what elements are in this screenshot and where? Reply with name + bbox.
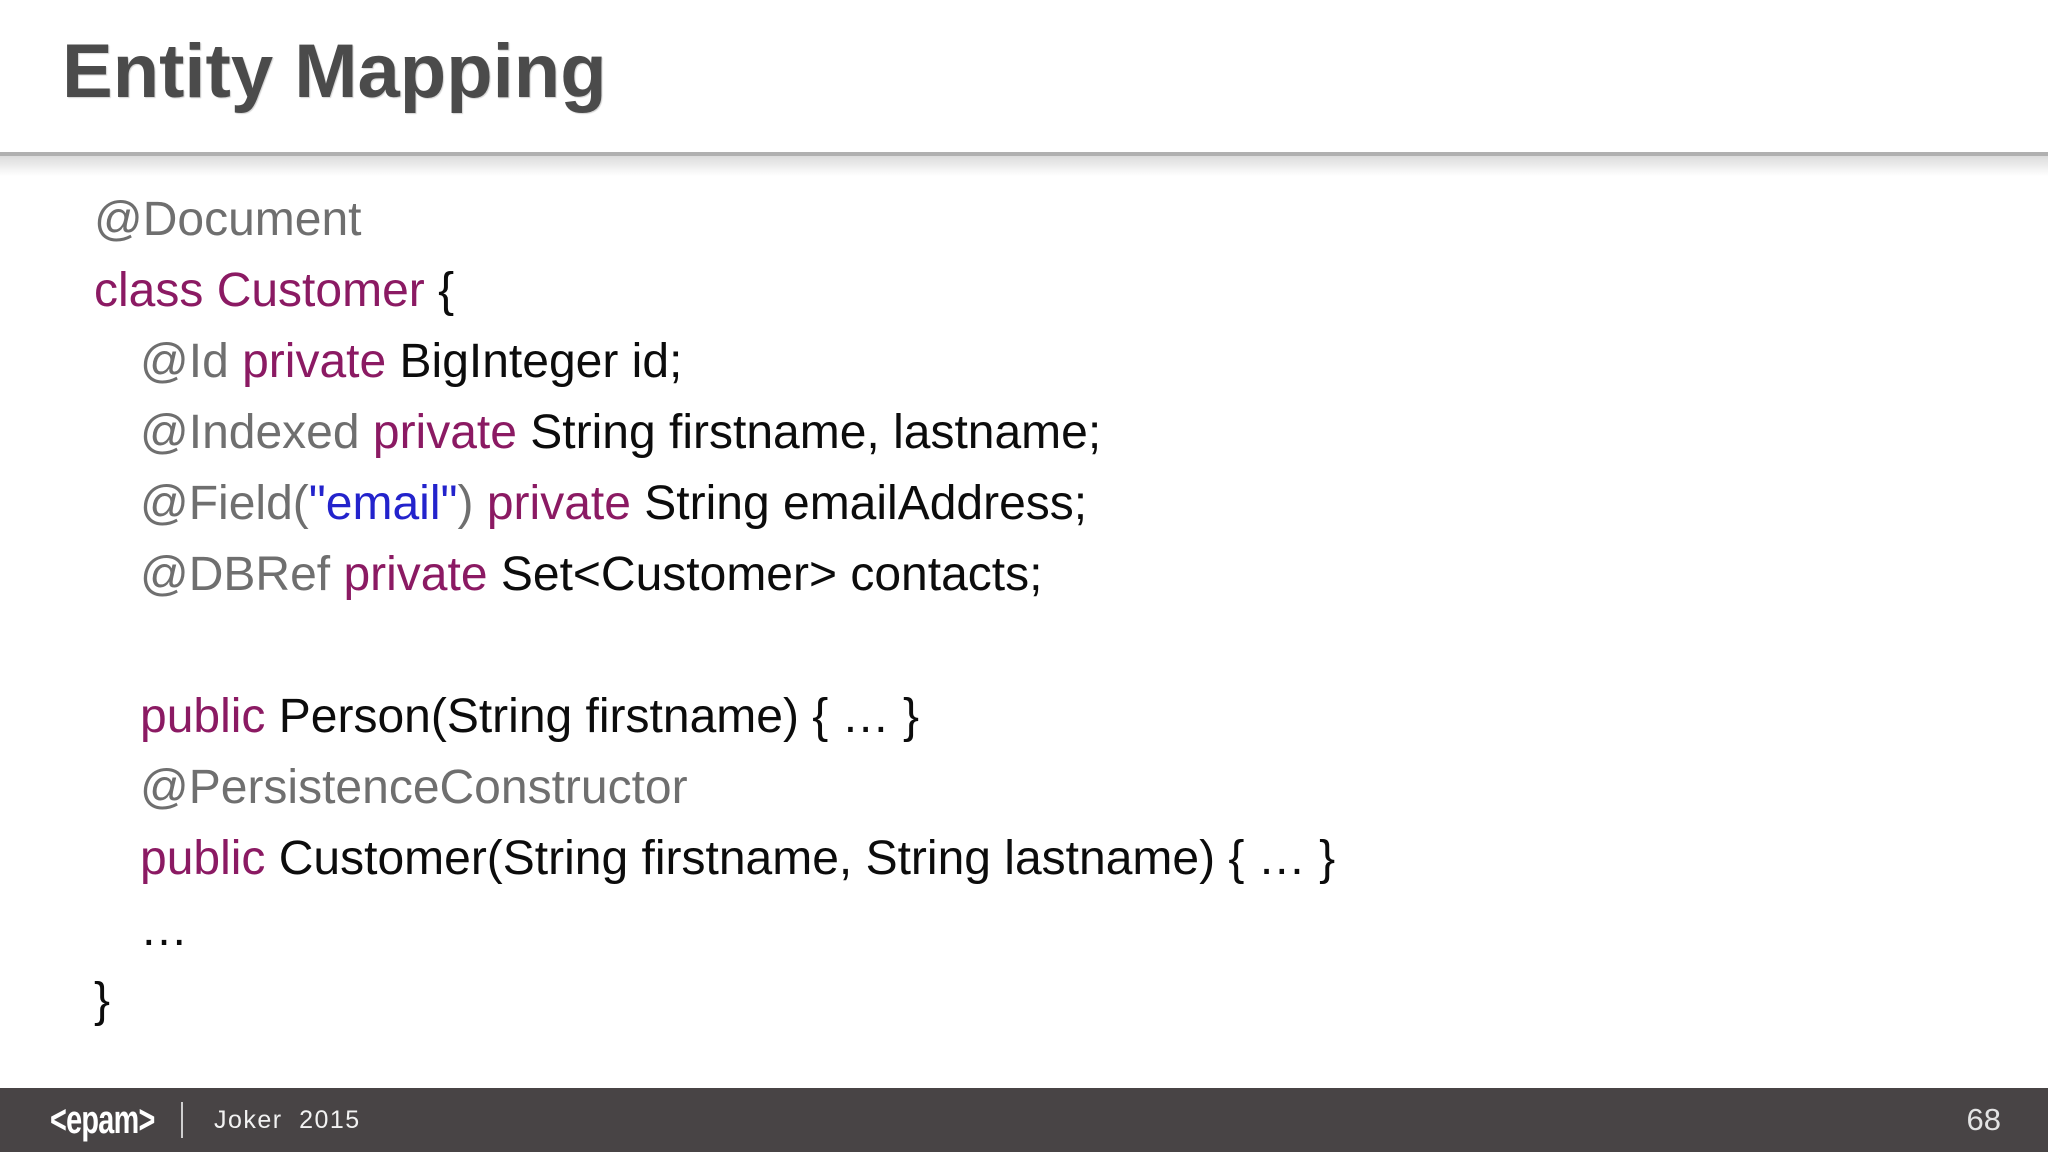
code-keyword: private (343, 548, 488, 601)
page-title: Entity Mapping (62, 29, 607, 114)
code-text: { (424, 264, 455, 317)
code-line: public Person(String firstname) { … } (94, 681, 1335, 752)
code-line: @Id private BigInteger id; (94, 326, 1335, 397)
code-string: "email" (308, 477, 458, 530)
code-block: @Document class Customer { @Id private B… (94, 184, 1335, 1036)
code-text: Person(String firstname) { … } (278, 690, 919, 743)
code-annotation: @Id (140, 335, 243, 388)
footer-conference-label: Joker 2015 (214, 1105, 361, 1134)
code-line-blank (94, 610, 1335, 681)
code-line: } (94, 965, 1335, 1036)
code-keyword: private (242, 335, 387, 388)
code-annotation: @PersistenceConstructor (140, 761, 688, 814)
code-keyword: public (140, 832, 279, 885)
footer-separator (181, 1102, 183, 1138)
code-line: public Customer(String firstname, String… (94, 823, 1335, 894)
code-text: BigInteger id; (386, 335, 683, 388)
code-text: } (94, 974, 111, 1027)
code-text: String firstname, lastname; (516, 406, 1102, 459)
code-text: String emailAddress; (630, 477, 1088, 530)
code-line: @DBRef private Set<Customer> contacts; (94, 539, 1335, 610)
code-text: Set<Customer> contacts; (487, 548, 1043, 601)
code-keyword: class Customer (94, 264, 425, 317)
header-divider (0, 152, 2048, 156)
code-line: … (94, 894, 1335, 965)
code-line: class Customer { (94, 255, 1335, 326)
page-number: 68 (1966, 1102, 2001, 1137)
code-text: … (140, 903, 188, 956)
code-keyword: public (140, 690, 279, 743)
code-line: @Indexed private String firstname, lastn… (94, 397, 1335, 468)
code-annotation: @Document (94, 193, 362, 246)
code-annotation: ) (457, 477, 487, 530)
code-keyword: private (486, 477, 631, 530)
footer-bar: <epam> Joker 2015 68 (0, 1088, 2048, 1152)
header-divider-shadow (0, 156, 2048, 176)
code-line: @PersistenceConstructor (94, 752, 1335, 823)
epam-logo: <epam> (50, 1097, 155, 1142)
code-annotation: @DBRef (140, 548, 344, 601)
code-line: @Field("email") private String emailAddr… (94, 468, 1335, 539)
code-keyword: private (372, 406, 517, 459)
code-annotation: @Indexed (140, 406, 373, 459)
code-annotation: @Field( (140, 477, 309, 530)
code-text: Customer(String firstname, String lastna… (278, 832, 1336, 885)
code-line: @Document (94, 184, 1335, 255)
